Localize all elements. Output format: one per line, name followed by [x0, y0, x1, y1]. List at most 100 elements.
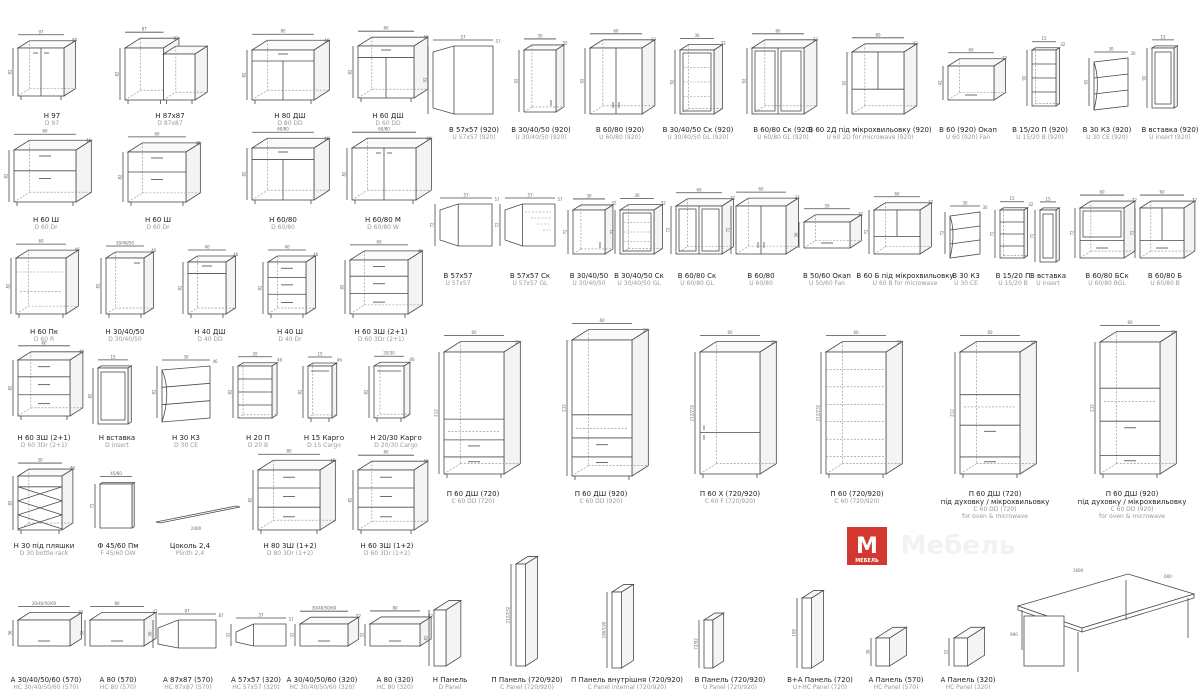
module-label: П 60 ДШ (720) — [969, 490, 1022, 498]
module-sublabel: D 80 DD — [277, 120, 303, 127]
front-panel — [959, 351, 1021, 475]
module-sublabel: C 60 F (720/920) — [705, 498, 756, 505]
module-label: В 60 2Д під мікрохвильовку (920) — [808, 126, 932, 134]
module-sublabel: HC Panel (570) — [874, 684, 919, 691]
module-label: А Панель (320) — [940, 676, 995, 684]
dimension-depth: 46 — [86, 138, 92, 143]
module-sublabel: U 30/40/50 GL (920) — [667, 134, 728, 141]
dimension-width: 60 — [1099, 190, 1105, 195]
hidden-edge — [373, 413, 381, 419]
glass-frame — [754, 50, 776, 112]
dimension-width: 60 — [1159, 190, 1165, 195]
dimension-width: 60 — [968, 47, 974, 52]
module-label: Н 60/80 — [269, 216, 297, 224]
module-sublabel: D 80 3Dr (1+2) — [267, 550, 313, 557]
rack-x — [17, 500, 63, 516]
front-panel — [703, 619, 714, 669]
dimension-height: 82 — [248, 497, 253, 503]
top-panel — [236, 362, 279, 367]
module-sublabel: D 60 3Dr (1+2) — [364, 550, 410, 557]
side-panel — [305, 255, 316, 315]
dimension-width: 60 — [727, 330, 733, 335]
module-sublabel: U 60 (920) Fan — [946, 134, 990, 141]
front-panel — [803, 221, 851, 249]
module-label: В 60/80 (920) — [596, 126, 645, 134]
module-label: Н Панель — [433, 676, 468, 684]
front-panel — [1039, 209, 1057, 263]
hidden-edge — [17, 407, 32, 417]
side-panel — [413, 460, 429, 531]
module-sublabel: U 60/80 — [749, 280, 773, 287]
dimension-width: 60 — [696, 187, 702, 192]
module-sublabel: U Panel (720/920) — [703, 684, 757, 691]
dimension-depth: 32 — [611, 200, 617, 205]
dimension-depth: 32 — [913, 41, 919, 46]
hidden-edge — [15, 305, 29, 315]
dimension-depth: 57 — [515, 340, 521, 345]
side-panel — [919, 202, 932, 255]
front-panel — [187, 261, 227, 315]
dimension-height: 72/92 — [694, 638, 699, 650]
dimension-depth: 87 — [218, 613, 224, 618]
front-panel — [13, 149, 77, 203]
module-sublabel: U 60/80 B — [1150, 280, 1180, 287]
side-panel — [319, 459, 336, 531]
corner-body — [504, 203, 556, 247]
dimension-width: 60/80 — [277, 127, 289, 132]
module-sublabel: U 57x57 (920) — [452, 134, 495, 141]
dimension-depth: 46 — [418, 248, 424, 253]
dimension-width: 30 — [183, 355, 189, 360]
hidden-edge — [751, 105, 766, 115]
dimension-height: 82 — [298, 389, 303, 395]
dimension-height: 212/232 — [506, 606, 511, 623]
module-sublabel: U 60/80 GL — [680, 280, 714, 287]
dimension-height: 212 — [434, 409, 439, 417]
module-label: В 30/40/50 (920) — [511, 126, 571, 134]
insert-frame — [1042, 213, 1054, 259]
module-sublabel: U insert — [1036, 280, 1060, 287]
dimension-height: 82 — [8, 385, 13, 391]
rack-x — [17, 486, 63, 502]
dimension-depth: 32 — [1002, 55, 1008, 60]
front-panel — [127, 151, 187, 203]
front-panel — [825, 351, 887, 475]
dimension-height: 72 — [563, 229, 568, 235]
hidden-edge — [675, 246, 688, 255]
dimension-height: 72 — [864, 229, 869, 235]
dimension-width: 40 — [284, 245, 290, 250]
front-panel — [443, 351, 505, 475]
hidden-edge — [735, 245, 749, 255]
dimension-height: 32 — [290, 632, 295, 638]
dimension-width: 15 — [110, 354, 116, 359]
dimension-depth: 46 — [313, 252, 319, 257]
hidden-edge — [572, 248, 582, 255]
module-sublabel: C 60 DD (920) — [1111, 506, 1154, 513]
front-panel — [105, 257, 145, 315]
dimension-height: 82 — [364, 389, 369, 395]
module-sublabel: HC Panel (320) — [946, 684, 991, 691]
dimension-width: 1600 — [1073, 568, 1084, 573]
module-sublabel: D 20 B — [248, 442, 268, 449]
front-panel — [1079, 207, 1125, 259]
dimension-height: 212/232 — [690, 404, 695, 421]
dimension-height: 180/190 — [602, 621, 607, 638]
module-sublabel: U 60/80 (920) — [599, 134, 641, 141]
module-label: Н 40 Ш — [277, 328, 303, 336]
dimension-width: 60 — [471, 330, 477, 335]
dimension-width: 60 — [38, 239, 44, 244]
hidden-edge — [257, 519, 274, 531]
